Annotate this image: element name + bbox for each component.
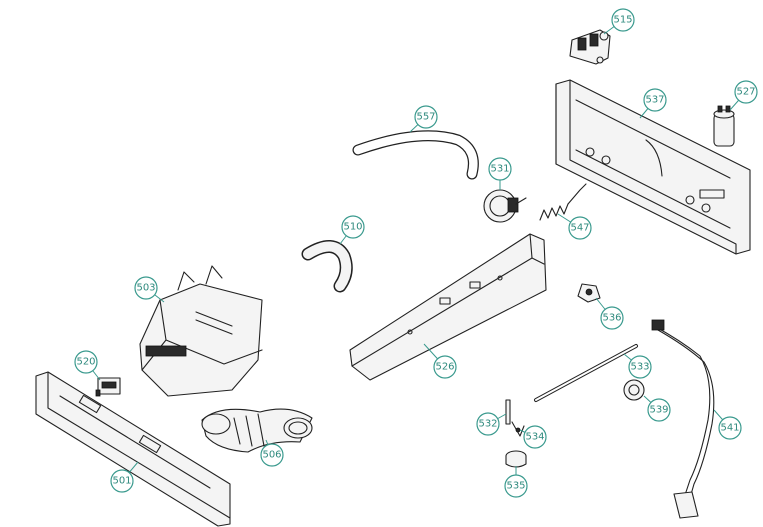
callout-536: 536 [600,306,624,330]
callout-circle [414,105,438,129]
callout-547: 547 [568,216,592,240]
callout-circle [110,469,134,493]
callout-label: 526 [435,362,454,373]
callout-520: 520 [74,350,98,374]
part-526-bracket [349,233,547,381]
callout-531: 531 [488,157,512,181]
part-534-clip [511,421,525,437]
callout-501: 501 [110,469,134,493]
callout-label: 527 [736,87,755,98]
part-515-valve [569,29,611,65]
callout-537: 537 [643,88,667,112]
callout-label: 539 [649,405,668,416]
callout-541: 541 [718,416,742,440]
callout-510: 510 [341,215,365,239]
part-535-cap [505,450,527,468]
callout-label: 515 [613,15,632,26]
callout-534: 534 [523,425,547,449]
callout-label: 536 [602,313,621,324]
callout-label: 537 [645,95,664,106]
callout-532: 532 [476,412,500,436]
leader-lines [85,19,747,486]
callout-circle [260,443,284,467]
callout-503: 503 [134,276,158,300]
part-531-pressure-switch [483,189,527,223]
callout-circle [341,215,365,239]
part-532-pin [505,399,511,425]
callout-label: 506 [262,450,281,461]
callout-539: 539 [647,398,671,422]
callout-circle [600,306,624,330]
part-539-knob [623,379,645,401]
callout-label: 532 [478,419,497,430]
callout-circle [504,474,528,498]
callout-circle [433,355,457,379]
callout-535: 535 [504,474,528,498]
callout-circle [523,425,547,449]
part-537-control-panel [555,79,751,255]
callout-557: 557 [414,105,438,129]
callout-label: 520 [76,357,95,368]
part-501-bottom-panel [35,371,231,527]
part-510-elbow-hose [301,240,353,293]
callout-circle [718,416,742,440]
part-506-tub-boot [201,408,313,453]
part-536-sensor [577,283,601,303]
callout-circle [647,398,671,422]
callout-circle [476,412,500,436]
callout-circle [74,350,98,374]
callout-label: 531 [490,164,509,175]
part-520-switch [95,377,121,397]
callout-label: 501 [112,476,131,487]
part-557-hose [352,130,479,180]
callouts: 515 537 527 557 531 547 510 503 526 536 520 533 541 5… [74,8,758,498]
callout-circle [628,355,652,379]
callout-circle [568,216,592,240]
callout-circle [734,80,758,104]
callout-526: 526 [433,355,457,379]
callout-circle [488,157,512,181]
callout-circle [134,276,158,300]
callout-label: 541 [720,423,739,434]
part-527-capacitor [713,105,735,147]
callout-label: 533 [630,362,649,373]
callout-circle [643,88,667,112]
callout-label: 557 [416,112,435,123]
callout-circle [611,8,635,32]
part-533-rod [534,344,638,402]
part-541-wire-harness [651,319,715,519]
callout-527: 527 [734,80,758,104]
callout-label: 534 [525,432,544,443]
callout-506: 506 [260,443,284,467]
callout-label: 510 [343,222,362,233]
callout-label: 547 [570,223,589,234]
part-503-dispenser-housing [139,265,263,397]
callout-515: 515 [611,8,635,32]
part-547-spring [539,183,587,221]
callout-label: 535 [506,481,525,492]
callout-label: 503 [136,283,155,294]
callout-533: 533 [628,355,652,379]
